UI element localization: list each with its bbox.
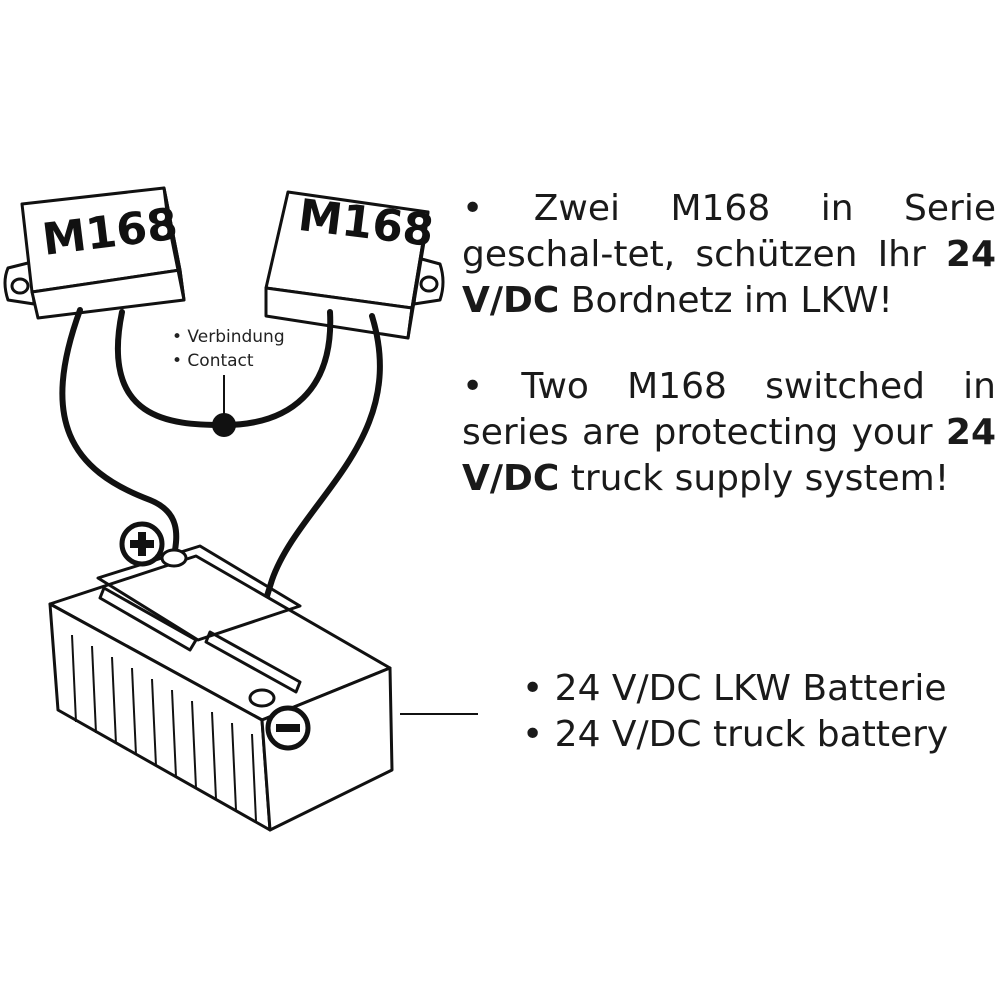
- battery-lid-slot-right: [204, 630, 302, 694]
- module-right-side: [406, 210, 430, 340]
- text-german: • Zwei M168 in Serie geschal-tet, schütz…: [462, 186, 996, 324]
- battery-lid-slot-left: [98, 586, 198, 652]
- battery-label-german: • 24 V/DC LKW Batterie: [522, 668, 947, 709]
- text-english: • Two M168 switched in series are protec…: [462, 364, 996, 502]
- battery-cells: [71, 634, 257, 822]
- minus-icon: [265, 705, 311, 751]
- junction-dot: [212, 413, 236, 437]
- text-english-voltage: 24 V/DC: [462, 412, 996, 499]
- junction-label-line1: • Verbindung: [172, 327, 285, 347]
- text-german-voltage: 24 V/DC: [462, 234, 996, 321]
- module-left: [3, 186, 186, 320]
- battery-label-list: • 24 V/DC LKW Batterie • 24 V/DC truck b…: [522, 666, 948, 758]
- module-left-mount-hole: [10, 277, 30, 295]
- battery: [48, 544, 394, 832]
- cable-positive: [59, 307, 180, 559]
- module-left-side: [162, 186, 186, 302]
- text-english-part1: • Two M168 switched in series are protec…: [462, 366, 996, 453]
- junction-label-line2: • Contact: [172, 351, 254, 371]
- text-german-part2: Bordnetz im LKW!: [559, 280, 893, 321]
- terminal-negative: [248, 688, 276, 708]
- text-english-part2: truck supply system!: [559, 458, 950, 499]
- battery-label-english: • 24 V/DC truck battery: [522, 714, 949, 755]
- text-german-part1: • Zwei M168 in Serie geschal-tet, schütz…: [462, 188, 996, 275]
- terminal-positive: [160, 548, 188, 568]
- module-right-mount-hole: [419, 275, 439, 293]
- plus-icon: [119, 521, 165, 567]
